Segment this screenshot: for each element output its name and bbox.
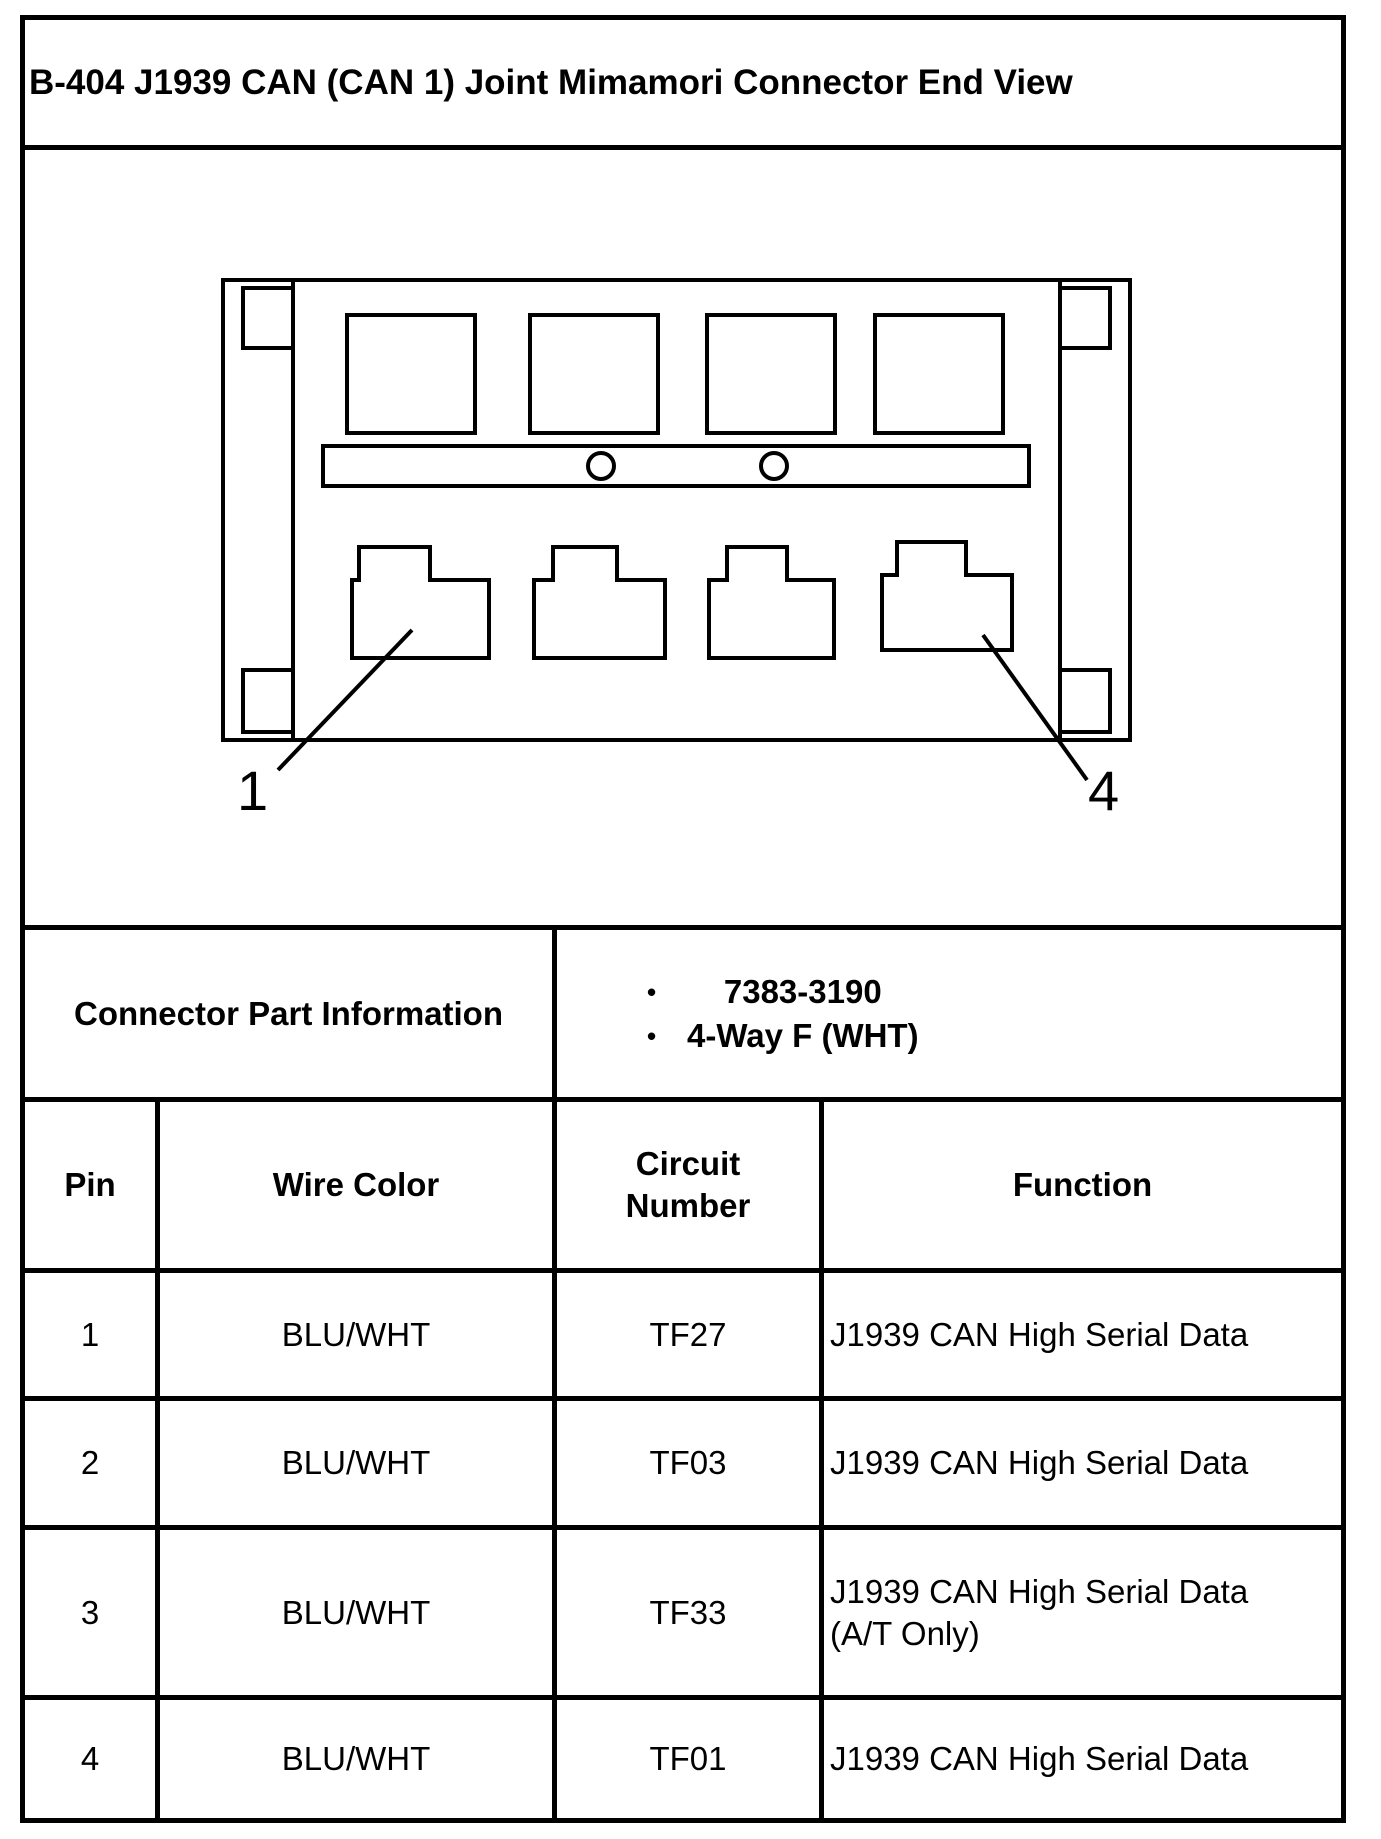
cell-function: J1939 CAN High Serial Data bbox=[830, 1444, 1249, 1481]
cell-circuit-number: TF03 bbox=[649, 1444, 727, 1481]
cell-pin: 1 bbox=[80, 1315, 100, 1353]
cell-wire-color: BLU/WHT bbox=[281, 1740, 431, 1777]
connector-sheet: B-404 J1939 CAN (CAN 1) Joint Mimamori C… bbox=[20, 15, 1346, 1823]
cell-circuit-number: TF27 bbox=[649, 1315, 727, 1353]
terminal-cavity-2 bbox=[532, 545, 667, 660]
cell-function: J1939 CAN High Serial Data(A/T Only) bbox=[830, 1572, 1249, 1652]
connector-housing bbox=[221, 278, 1132, 742]
part-info-values: 7383-3190 4-Way F (WHT) bbox=[557, 930, 1341, 1097]
latch-top-left bbox=[241, 286, 295, 350]
cell-function: J1939 CAN High Serial Data bbox=[830, 1315, 1249, 1353]
cell-function: J1939 CAN High Serial Data bbox=[830, 1740, 1249, 1777]
cell-wire-color: BLU/WHT bbox=[281, 1315, 431, 1353]
latch-bottom-right bbox=[1058, 668, 1112, 734]
cell-circuit-number: TF33 bbox=[649, 1593, 727, 1631]
upper-cavity bbox=[345, 313, 477, 435]
locking-bar-hole bbox=[586, 451, 616, 481]
terminal-cavity-4 bbox=[880, 540, 1014, 652]
pin-4-leader bbox=[981, 633, 1089, 782]
cell-wire-color: BLU/WHT bbox=[281, 1444, 431, 1481]
table-row: 1 BLU/WHT TF27 J1939 CAN High Serial Dat… bbox=[25, 1273, 1341, 1401]
table-row: 4 BLU/WHT TF01 J1939 CAN High Serial Dat… bbox=[25, 1700, 1341, 1818]
cell-pin: 2 bbox=[80, 1444, 100, 1481]
connector-part-info-row: Connector Part Information 7383-3190 4-W… bbox=[25, 930, 1341, 1102]
upper-cavity bbox=[528, 313, 660, 435]
latch-bottom-left bbox=[241, 668, 295, 734]
terminal-cavity-3 bbox=[707, 545, 836, 660]
header-wire-color: Wire Color bbox=[272, 1166, 440, 1203]
latch-top-right bbox=[1058, 286, 1112, 350]
part-number: 7383-3190 bbox=[647, 970, 919, 1014]
cell-circuit-number: TF01 bbox=[649, 1740, 727, 1777]
table-row: 2 BLU/WHT TF03 J1939 CAN High Serial Dat… bbox=[25, 1401, 1341, 1530]
part-info-label: Connector Part Information bbox=[73, 994, 504, 1032]
terminal-cavity-1 bbox=[350, 545, 491, 660]
page-title: B-404 J1939 CAN (CAN 1) Joint Mimamori C… bbox=[29, 62, 1073, 102]
pin-1-leader bbox=[276, 628, 414, 772]
cell-pin: 3 bbox=[80, 1593, 100, 1631]
part-description: 4-Way F (WHT) bbox=[647, 1014, 919, 1058]
cell-pin: 4 bbox=[80, 1740, 100, 1777]
locking-bar bbox=[321, 444, 1031, 488]
locking-bar-hole bbox=[759, 451, 789, 481]
cell-wire-color: BLU/WHT bbox=[281, 1593, 431, 1631]
header-pin: Pin bbox=[64, 1166, 116, 1203]
table-row: 3 BLU/WHT TF33 J1939 CAN High Serial Dat… bbox=[25, 1530, 1341, 1700]
header-function: Function bbox=[1012, 1166, 1153, 1203]
upper-cavity bbox=[705, 313, 837, 435]
connector-figure: 1 4 bbox=[25, 150, 1341, 930]
connector-end-view-drawing: 1 4 bbox=[221, 278, 1132, 822]
upper-cavity bbox=[873, 313, 1005, 435]
title-row: B-404 J1939 CAN (CAN 1) Joint Mimamori C… bbox=[25, 20, 1341, 150]
pin-label-4: 4 bbox=[1088, 759, 1119, 822]
pin-label-1: 1 bbox=[237, 759, 268, 822]
